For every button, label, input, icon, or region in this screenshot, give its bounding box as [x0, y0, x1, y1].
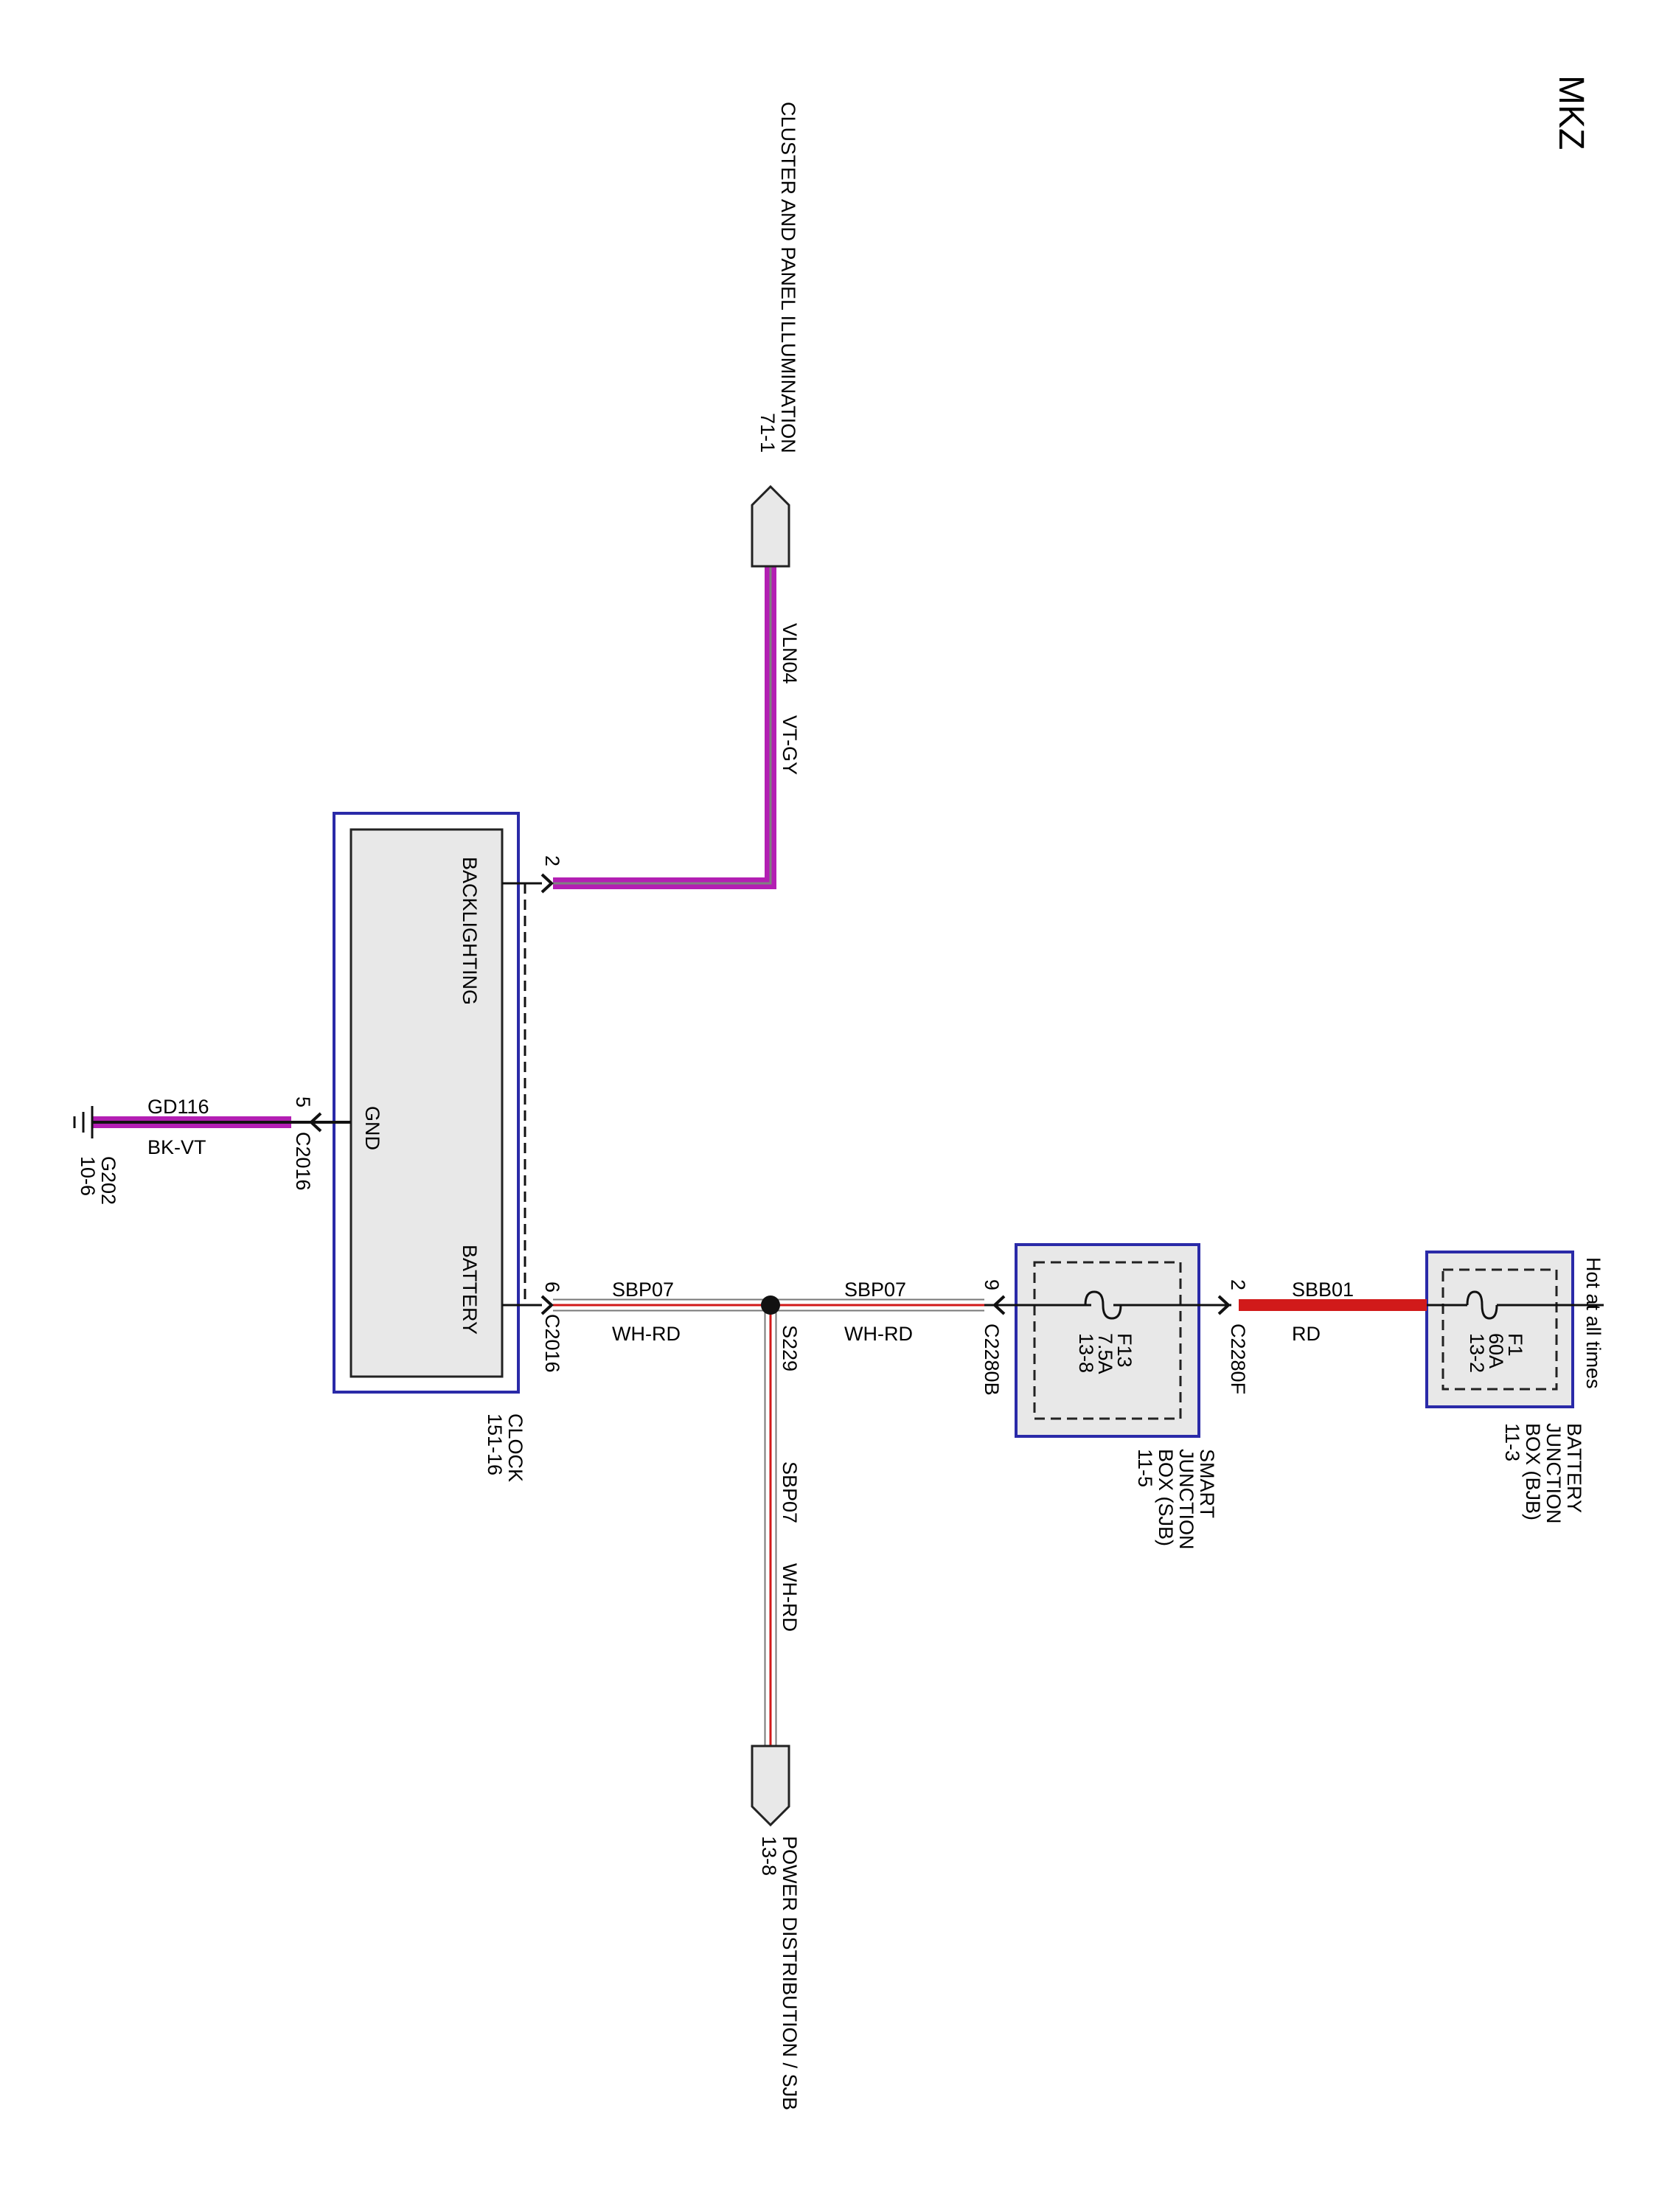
bjb-fuse-rating: 60A	[1485, 1333, 1507, 1368]
bjb-name-line3: BOX (BJB)	[1522, 1423, 1544, 1520]
vln04-color-label: VT-GY	[779, 715, 801, 775]
splice-s229	[761, 1295, 780, 1315]
c2016-gnd-connector: C2016	[292, 1132, 314, 1191]
sbp07-clock-color: WH-RD	[612, 1323, 681, 1345]
internal-leads	[502, 882, 1604, 1307]
cluster-connector	[751, 484, 790, 568]
cluster-destination-ref: 71-1	[757, 413, 779, 453]
ground-ref: 10-6	[77, 1156, 99, 1196]
bjb-name-line2: JUNCTION	[1543, 1423, 1565, 1524]
sjb-name-line3: BOX (SJB)	[1155, 1449, 1177, 1546]
c2016-gnd-pin-number: 5	[292, 1096, 314, 1107]
sbp07-sjb-circuit: SBP07	[844, 1279, 906, 1301]
bjb-fuse-symbol	[1466, 1290, 1498, 1320]
backlight-pin-number: 2	[541, 855, 563, 866]
bjb-module	[1425, 1251, 1574, 1408]
sjb-name-line1: SMART	[1196, 1449, 1218, 1518]
splice-label: S229	[779, 1325, 801, 1371]
sjb-fuse-rating: 7.5A	[1094, 1333, 1116, 1374]
power-destination-ref: 13-8	[758, 1836, 780, 1876]
sbp07-down-circuit: SBP07	[779, 1461, 801, 1523]
wire-vln04	[553, 566, 776, 889]
clock-pin-gnd: GND	[361, 1106, 383, 1150]
clock-pin-backlighting: BACKLIGHTING	[459, 857, 481, 1005]
clock-module-ref: 151-16	[484, 1413, 506, 1475]
gd116-color-label: BK-VT	[147, 1136, 206, 1158]
c2280b-pin-number: 9	[981, 1279, 1003, 1290]
sbp07-down-color: WH-RD	[779, 1563, 801, 1632]
gd116-circuit-label: GD116	[147, 1096, 209, 1118]
c2016-batt-connector: C2016	[541, 1314, 563, 1373]
bjb-name-line1: BATTERY	[1563, 1423, 1585, 1513]
model-label: MKZ	[1551, 75, 1590, 150]
c2280f-pin-number: 2	[1227, 1279, 1249, 1290]
sjb-module-ref: 11-5	[1134, 1449, 1156, 1487]
power-connector	[751, 1745, 790, 1827]
sbb01-color-label: RD	[1292, 1323, 1321, 1345]
clock-module-name: CLOCK	[504, 1413, 526, 1482]
c2016-batt-pin-number: 6	[541, 1281, 563, 1293]
ground-name: G202	[97, 1156, 119, 1205]
sbp07-clock-circuit: SBP07	[612, 1279, 674, 1301]
c2280f-connector: C2280F	[1227, 1324, 1249, 1394]
sbb01-circuit-label: SBB01	[1292, 1279, 1354, 1301]
sjb-fuse-ref: 13-8	[1075, 1333, 1097, 1373]
connector-marks	[309, 873, 1231, 1315]
bjb-fuse-name: F1	[1504, 1333, 1526, 1357]
power-destination-label: POWER DISTRIBUTION / SJB	[779, 1836, 801, 2110]
ground-symbol-g202	[73, 1106, 94, 1138]
sjb-name-line2: JUNCTION	[1175, 1449, 1197, 1550]
cluster-destination-label: CLUSTER AND PANEL ILLUMINATION	[777, 102, 799, 453]
bjb-module-ref: 11-3	[1501, 1423, 1523, 1461]
sjb-module	[1015, 1243, 1200, 1438]
bjb-fuse-ref: 13-2	[1466, 1333, 1488, 1373]
sjb-fuse-name: F13	[1113, 1333, 1135, 1368]
sbp07-sjb-color: WH-RD	[844, 1323, 913, 1345]
clock-pin-battery: BATTERY	[459, 1245, 481, 1335]
bjb-hot-label: Hot at all times	[1582, 1257, 1604, 1389]
sjb-fuse-symbol	[1084, 1290, 1122, 1320]
vln04-circuit-label: VLN04	[779, 623, 801, 684]
c2280b-connector: C2280B	[981, 1324, 1003, 1396]
clock-module	[333, 812, 520, 1394]
